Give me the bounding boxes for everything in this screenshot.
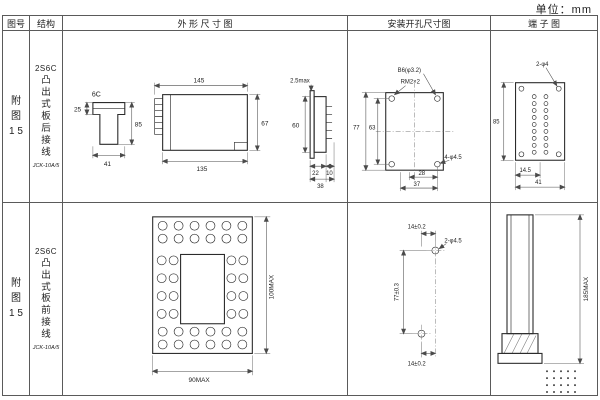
structure-char: 接 [41, 317, 51, 329]
structure-char: 后 [41, 122, 51, 134]
dim-25: 25 [74, 107, 82, 114]
terminal-front-svg: 185MAX [497, 213, 590, 394]
structure-char: 凸 [41, 257, 51, 269]
fig-char: 图 [11, 293, 21, 304]
dim-63: 63 [369, 125, 376, 131]
terminal-dot-grid [546, 370, 576, 394]
mounting-rear-svg: B6(φ3.2) RM2×2 77 63 28 37 4-φ4.5 [353, 68, 462, 192]
structure-char: 线 [41, 146, 51, 158]
dim-41: 41 [104, 161, 112, 168]
fig-char: 附 [11, 95, 21, 107]
relay-side-silhouette [497, 213, 584, 365]
structure-char: 前 [41, 305, 51, 317]
fig-char: 附 [11, 278, 21, 289]
structure-char: 板 [41, 293, 51, 305]
drill-holes [399, 230, 447, 358]
structure-char: 线 [41, 329, 51, 341]
outline-front-svg: 100MAX 90MAX [151, 215, 275, 384]
structure-row2: 2S6C 凸 出 式 板 前 接 线 JCK-10A/5 [30, 203, 63, 395]
header-outline: 外 形 尺 寸 图 [63, 16, 348, 31]
dim-135: 135 [197, 166, 208, 173]
header-terminal: 端 子 图 [491, 16, 597, 31]
dim-145: 145 [194, 78, 205, 85]
bracket-side-view [84, 101, 135, 159]
dim-14-top: 14±0.2 [408, 225, 426, 231]
screw-spec-label: RM2×2 [401, 80, 421, 86]
dim-85: 85 [135, 121, 143, 128]
fig-no-row1: 附 图 1 5 [3, 31, 30, 203]
dim-60: 60 [292, 122, 300, 129]
dim-14-bottom: 14±0.2 [408, 361, 426, 367]
structure-char: 出 [41, 269, 51, 281]
dim-14-5: 14.5 [519, 168, 531, 174]
structure-char: 接 [41, 134, 51, 146]
terminal-board [500, 67, 566, 191]
dim-6c: 6C [92, 92, 101, 99]
dim-10: 10 [326, 171, 333, 177]
outline-drawing-row2: 100MAX 90MAX [63, 203, 348, 395]
structure-char: 板 [41, 110, 51, 122]
structure-char: 式 [41, 99, 51, 111]
model-label: 2S6C [34, 246, 57, 256]
structure-char: 出 [41, 87, 51, 99]
dim-22: 22 [312, 171, 319, 177]
terminal-drawing-row1: 2-φ4 85 14.5 41 [491, 31, 597, 203]
dim-37: 37 [414, 182, 421, 188]
terminal-drawing-row2: 185MAX [491, 203, 597, 395]
panel-cutout [361, 73, 454, 192]
dim-185max: 185MAX [583, 276, 590, 301]
fig-char: 1 5 [9, 125, 23, 137]
outline-drawing-row1: 6C 25 85 41 [63, 31, 348, 203]
side-profile-view [302, 84, 336, 183]
header-mounting: 安装开孔尺寸图 [348, 16, 491, 31]
spec-table: 图号 结构 外 形 尺 寸 图 安装开孔尺寸图 端 子 图 附 图 1 5 2S… [2, 15, 598, 396]
dim-90max: 90MAX [189, 377, 211, 384]
model-code: JCK-10A/5 [32, 162, 60, 169]
header-structure: 结构 [30, 16, 63, 31]
hole-spec-label: 2-φ4.5 [444, 239, 462, 245]
fig-char: 图 [11, 110, 21, 122]
terminal-rear-svg: 2-φ4 85 14.5 41 [493, 62, 566, 191]
dim-28: 28 [419, 171, 426, 177]
mounting-drawing-row2: 14±0.2 2-φ4.5 77±0.3 14±0.2 [348, 203, 491, 395]
dim-67: 67 [261, 120, 269, 127]
hole-spec-label: 2-φ4 [536, 62, 549, 68]
structure-char: 式 [41, 281, 51, 293]
dim-85: 85 [493, 119, 500, 125]
mounting-front-svg: 14±0.2 2-φ4.5 77±0.3 14±0.2 [395, 225, 463, 368]
dim-77: 77 [353, 125, 360, 131]
fig-char: 1 5 [9, 308, 23, 319]
fig-no-row2: 附 图 1 5 [3, 203, 30, 395]
model-code: JCK-10A/5 [32, 345, 60, 352]
dim-38: 38 [317, 184, 324, 190]
structure-row1: 2S6C 凸 出 式 板 后 接 线 JCK-10A/5 [30, 31, 63, 203]
front-view [153, 82, 261, 165]
hole-spec-label: B6(φ3.2) [398, 68, 421, 74]
dim-100max: 100MAX [268, 274, 275, 299]
mounting-drawing-row1: B6(φ3.2) RM2×2 77 63 28 37 4-φ4.5 [348, 31, 491, 203]
structure-char: 凸 [41, 75, 51, 87]
dim-2-5max: 2.5max [290, 79, 310, 85]
unit-label: 单位：mm [535, 4, 592, 16]
dim-77: 77±0.3 [395, 282, 401, 301]
front-panel-view [151, 215, 271, 376]
model-label: 2S6C [34, 64, 57, 74]
hole-count-label: 4-φ4.5 [444, 155, 462, 161]
dim-41: 41 [535, 180, 542, 186]
outline-rear-svg: 6C 25 85 41 [74, 78, 336, 190]
header-fig-no: 图号 [3, 16, 30, 31]
